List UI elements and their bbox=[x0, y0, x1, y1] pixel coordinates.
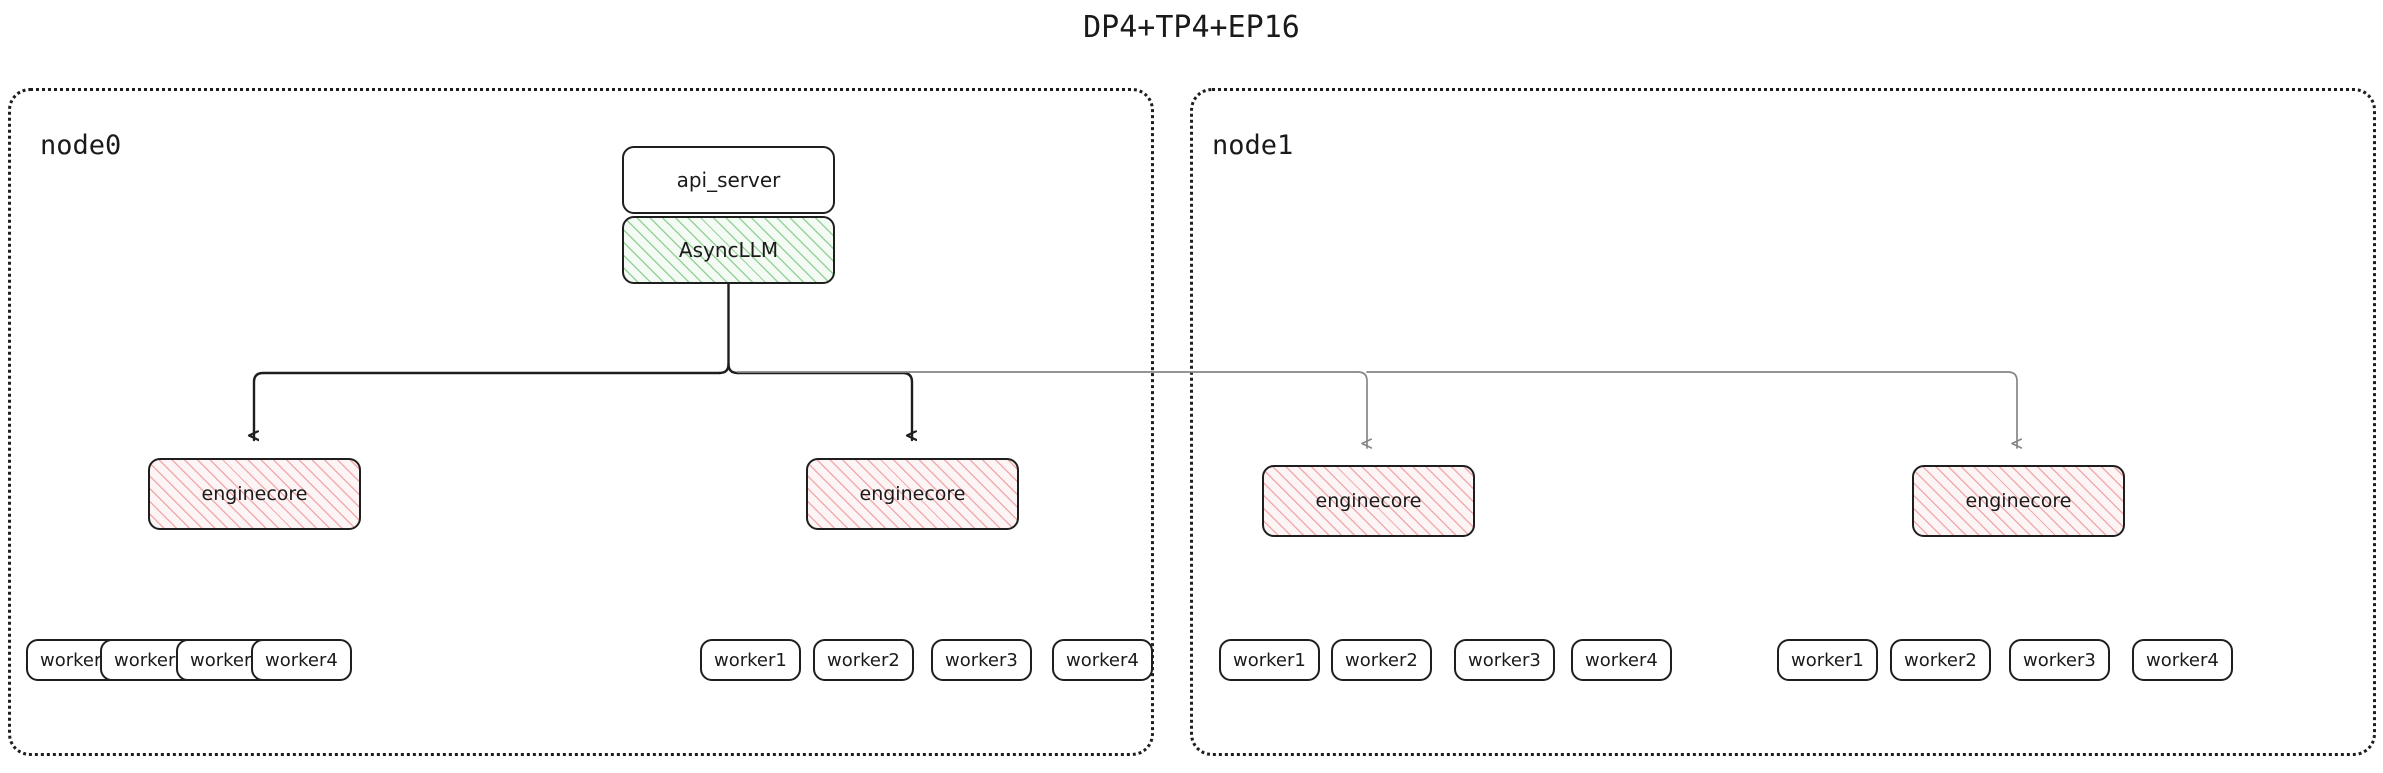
page-title: DP4+TP4+EP16 bbox=[1083, 10, 1300, 45]
worker-box[interactable]: worker1 bbox=[1219, 639, 1320, 681]
worker-box[interactable]: worker1 bbox=[700, 639, 801, 681]
worker-box[interactable]: worker4 bbox=[1571, 639, 1672, 681]
worker-box[interactable]: worker4 bbox=[251, 639, 352, 681]
node-label-node0: node0 bbox=[40, 130, 122, 161]
async-llm-box[interactable]: AsyncLLM bbox=[622, 216, 835, 284]
worker-box[interactable]: worker3 bbox=[931, 639, 1032, 681]
worker-box[interactable]: worker2 bbox=[813, 639, 914, 681]
enginecore-box[interactable]: enginecore bbox=[148, 458, 361, 530]
worker-box[interactable]: worker2 bbox=[1331, 639, 1432, 681]
enginecore-box[interactable]: enginecore bbox=[806, 458, 1019, 530]
worker-box[interactable]: worker4 bbox=[1052, 639, 1153, 681]
worker-box[interactable]: worker3 bbox=[1454, 639, 1555, 681]
worker-box[interactable]: worker3 bbox=[2009, 639, 2110, 681]
worker-box[interactable]: worker2 bbox=[1890, 639, 1991, 681]
enginecore-box[interactable]: enginecore bbox=[1262, 465, 1475, 537]
worker-box[interactable]: worker1 bbox=[1777, 639, 1878, 681]
enginecore-box[interactable]: enginecore bbox=[1912, 465, 2125, 537]
api-server-box[interactable]: api_server bbox=[622, 146, 835, 214]
node-label-node1: node1 bbox=[1212, 130, 1294, 161]
worker-box[interactable]: worker4 bbox=[2132, 639, 2233, 681]
